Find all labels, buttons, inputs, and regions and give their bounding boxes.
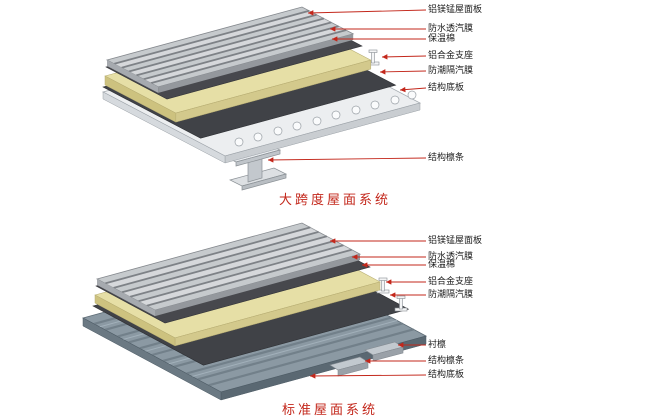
large-span-title: 大跨度屋面系统 (278, 193, 391, 208)
label-purlin-top: 结构檩条 (428, 153, 465, 163)
standard-title: 标准屋面系统 (281, 403, 378, 418)
label-roof-panel-top: 铝镁锰屋面板 (428, 5, 483, 15)
standard-roof-diagram (81, 222, 428, 401)
deck-perforations (234, 90, 417, 147)
label-base-deck-bottom: 结构底板 (428, 370, 465, 380)
large-span-roof-diagram (101, 6, 422, 191)
label-liner-purlin: 衬檩 (428, 340, 447, 350)
label-support-bottom: 铝合金支座 (428, 277, 474, 287)
label-vapor-barrier-bottom: 防潮隔汽膜 (428, 290, 474, 300)
label-vapor-barrier-top: 防潮隔汽膜 (428, 66, 474, 76)
metal-roof-panels (105, 6, 355, 93)
label-breathable-membrane-bottom: 防水透汽膜 (428, 252, 474, 262)
label-base-deck-top: 结构底板 (428, 83, 465, 93)
aluminium-support-clip (376, 277, 390, 294)
metal-roof-panels (95, 222, 362, 317)
label-insulation-top: 保温棉 (428, 34, 456, 44)
label-roof-panel-bottom: 铝镁锰屋面板 (428, 236, 483, 246)
label-support-top: 铝合金支座 (428, 51, 474, 61)
label-structural-purlin: 结构檩条 (428, 356, 465, 366)
aluminium-support-clip (366, 49, 380, 66)
aluminium-support-clip-2 (394, 295, 408, 312)
label-insulation-bottom: 保温棉 (428, 260, 456, 270)
label-breathable-membrane-top: 防水透汽膜 (428, 24, 474, 34)
structural-purlin-ibeam (223, 143, 287, 191)
